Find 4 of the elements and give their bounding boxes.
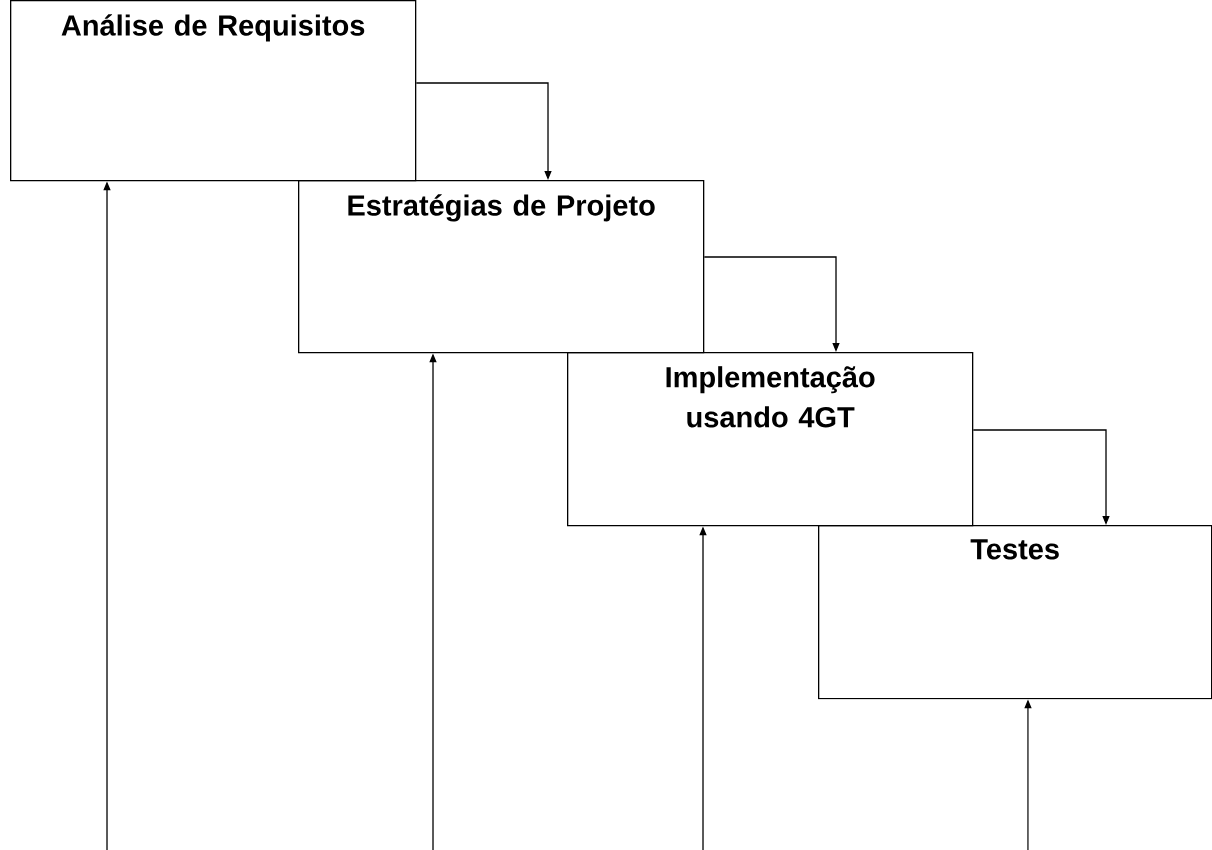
process-box: Testes: [818, 525, 1212, 700]
process-box: Implementação usando 4GT: [567, 352, 974, 527]
process-box: Estratégias de Projeto: [298, 180, 705, 354]
process-box: Análise de Requisitos: [10, 0, 417, 182]
